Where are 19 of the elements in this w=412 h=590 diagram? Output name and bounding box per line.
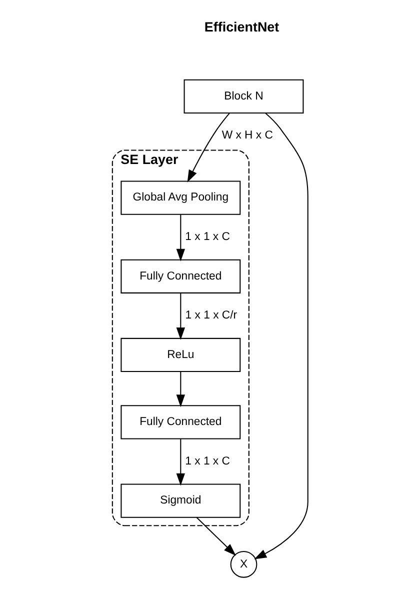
node-box: ReLu <box>120 338 241 372</box>
node-circle: X <box>230 550 258 578</box>
arrow <box>187 112 230 182</box>
node-box: Fully Connected <box>120 259 241 294</box>
node-box: Block N <box>184 79 304 114</box>
arrow <box>176 214 186 262</box>
arrow <box>176 372 186 408</box>
edge-label: 1 x 1 x C/r <box>185 310 238 322</box>
edge-label: 1 x 1 x C <box>185 230 230 243</box>
label: EfficientNet <box>204 20 280 35</box>
arrow <box>196 516 236 556</box>
edge-label: W x H x C <box>222 130 273 142</box>
edge-label: 1 x 1 x C <box>185 455 230 468</box>
arrow <box>254 112 308 560</box>
arrow <box>176 439 186 486</box>
arrow <box>176 293 186 340</box>
node-box: Global Avg Pooling <box>120 180 241 215</box>
node-box: Sigmoid <box>120 484 241 518</box>
node-box: Fully Connected <box>120 405 241 440</box>
